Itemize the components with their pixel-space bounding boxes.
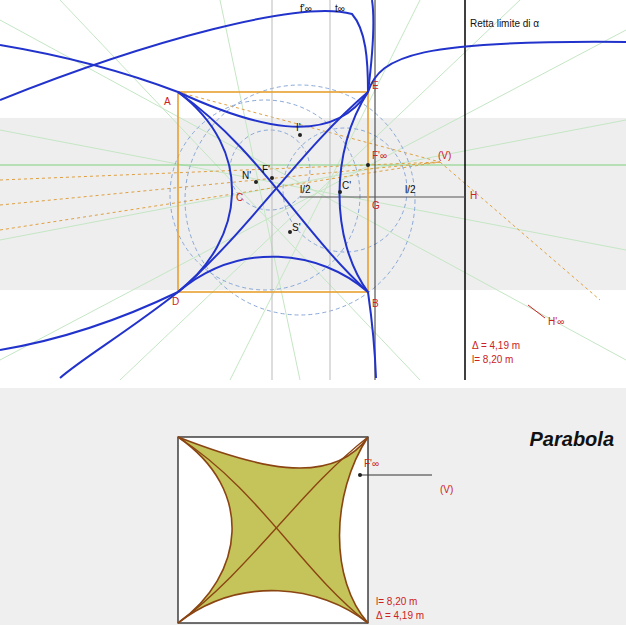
point-name: C xyxy=(236,192,243,203)
vault-plan xyxy=(178,437,368,623)
tangent-line xyxy=(375,0,376,380)
conic-curves xyxy=(0,0,626,378)
dimension: l/2 xyxy=(405,184,416,195)
point-name: I' xyxy=(296,122,301,133)
point-name: S' xyxy=(292,222,301,233)
point-name: (V) xyxy=(438,150,451,161)
vault-diagonals xyxy=(178,437,368,623)
points xyxy=(254,133,370,234)
direction-arrow xyxy=(528,305,545,318)
construction-lines xyxy=(0,0,626,380)
curve-name: f'∞ xyxy=(300,3,312,14)
grey-lines xyxy=(272,0,330,380)
ground xyxy=(0,0,626,380)
square-outline xyxy=(178,437,368,623)
curve-name: t∞ xyxy=(335,3,345,14)
point-name: N' xyxy=(242,170,251,181)
point-name: A xyxy=(164,96,171,107)
square-outline xyxy=(178,92,368,292)
axis-line xyxy=(300,197,465,198)
axis-line xyxy=(360,475,432,476)
point-name: E xyxy=(372,80,379,91)
line-name: Retta limite di α xyxy=(470,18,550,29)
vanishing-line xyxy=(464,0,466,380)
point-name: H xyxy=(470,190,477,201)
point-name: F' xyxy=(262,164,270,175)
title: Parabola xyxy=(530,428,614,451)
point-name: G xyxy=(372,200,380,211)
green-line xyxy=(0,164,626,165)
dimension: l= 8,20 m xyxy=(376,596,417,607)
dimension: l= 8,20 m xyxy=(472,354,513,365)
point-name: F'∞ xyxy=(364,458,379,469)
construction-circles xyxy=(170,85,415,315)
point-name: F'∞ xyxy=(372,150,387,161)
dimension: Δ = 4,19 m xyxy=(376,610,424,621)
orange-rays xyxy=(0,92,600,300)
point xyxy=(358,473,362,477)
dimension: Δ = 4,19 m xyxy=(472,340,520,351)
point-name: C' xyxy=(342,180,351,191)
point-name: H'∞ xyxy=(548,316,564,327)
grey-band xyxy=(0,118,626,290)
point-name: D xyxy=(172,296,179,307)
grey-band xyxy=(0,388,626,625)
point-name: (V) xyxy=(440,484,453,495)
dimension: l/2 xyxy=(300,184,311,195)
point-name: B xyxy=(372,298,379,309)
